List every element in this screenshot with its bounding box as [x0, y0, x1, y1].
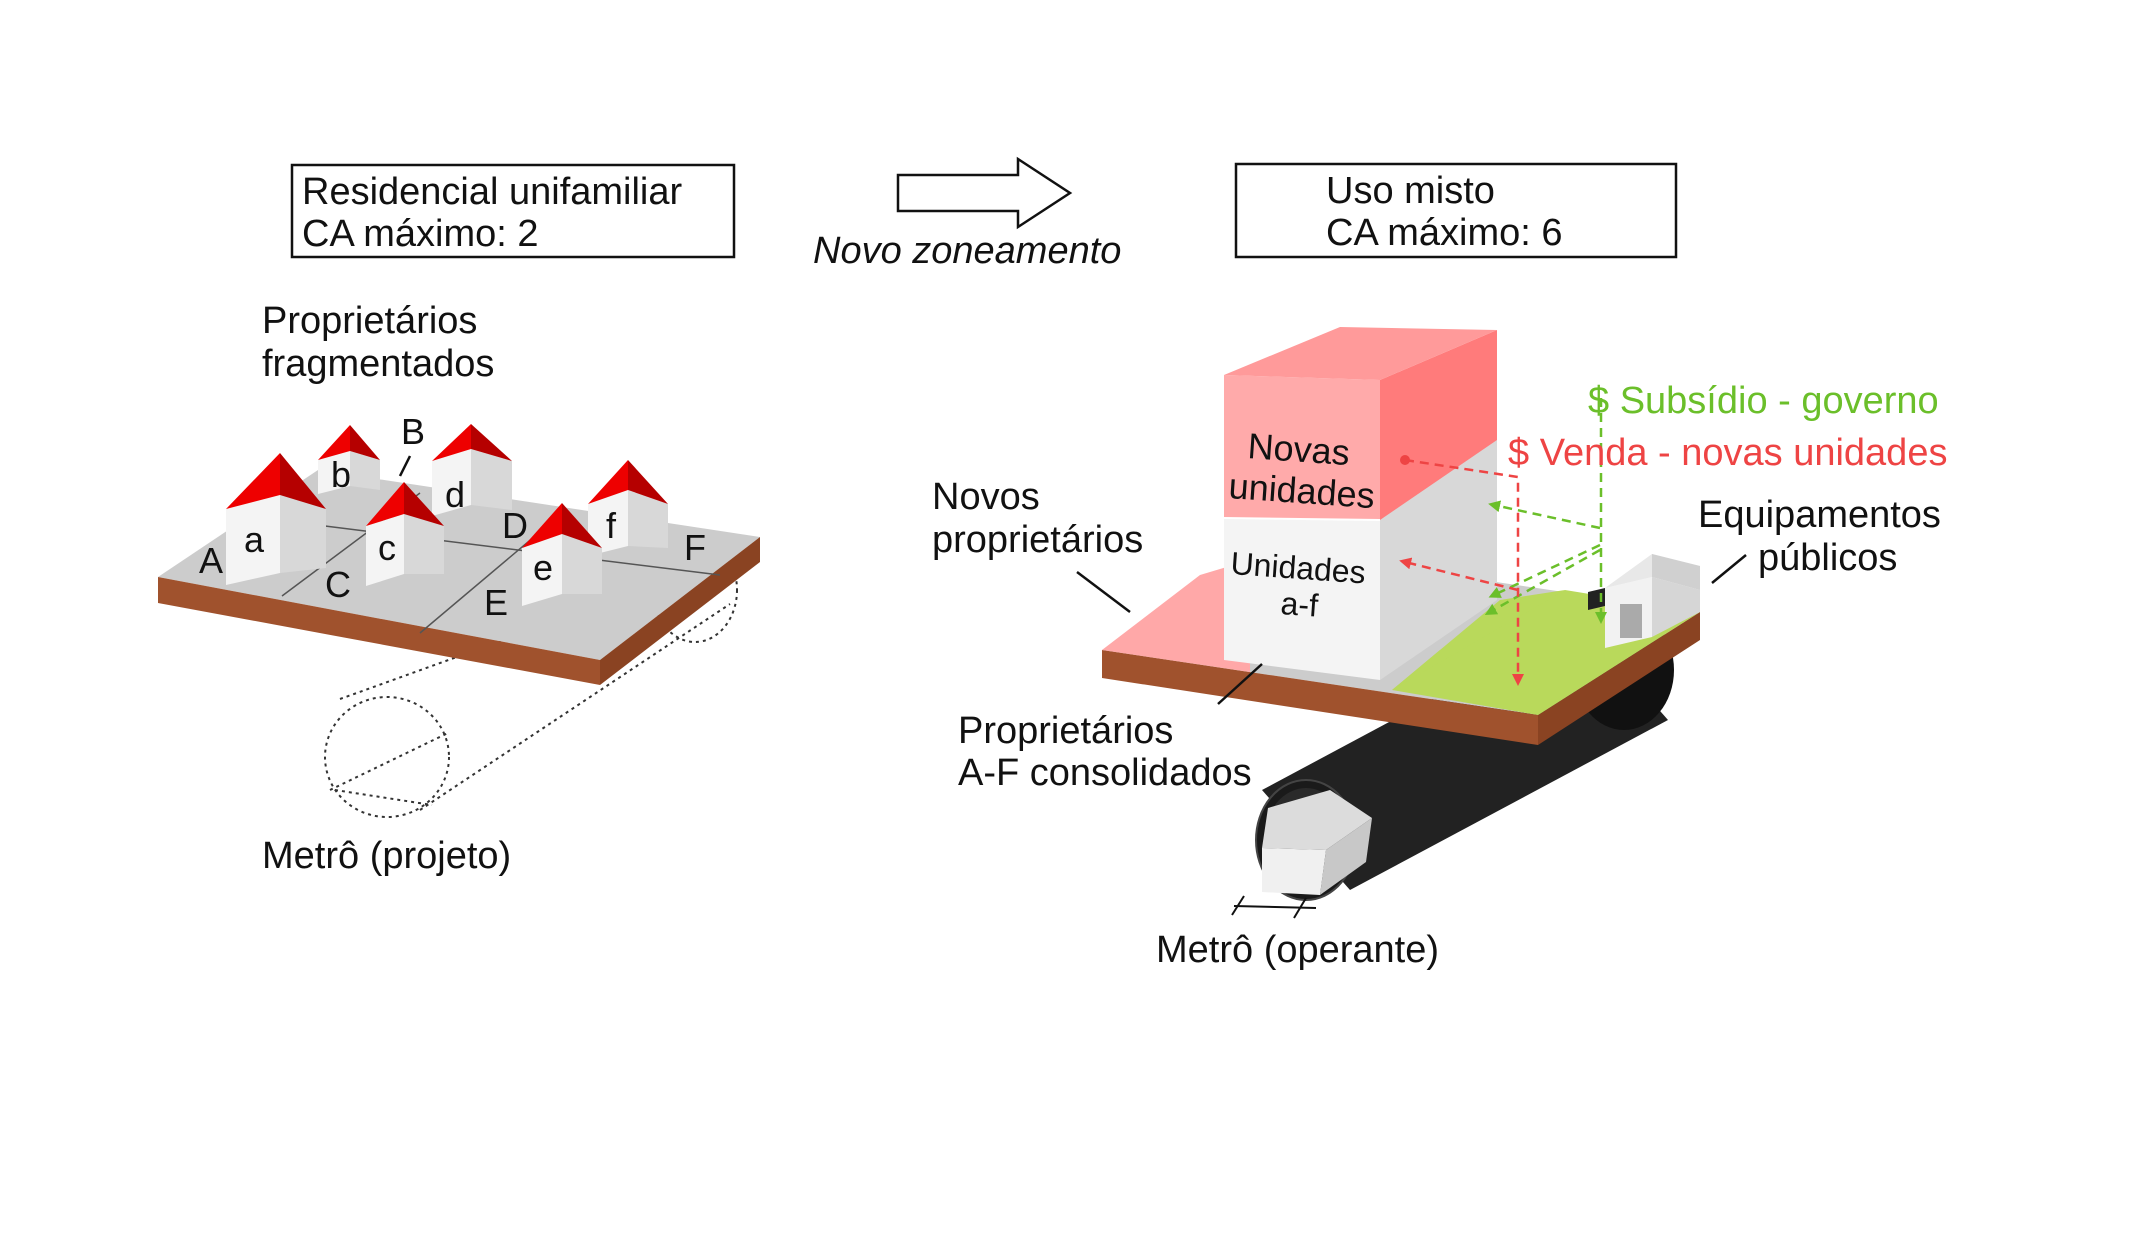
subsidy-label: $ Subsídio - governo: [1588, 380, 1939, 422]
after-zoning-box: [1234, 162, 1678, 259]
new-units-top: [1224, 327, 1497, 380]
new-owners-line2: proprietários: [932, 519, 1143, 561]
before-zoning-ca: CA máximo: 2: [302, 213, 539, 255]
before-panel: Residencial unifamiliar CA máximo: 2 Pro…: [158, 163, 760, 877]
house-label-a: a: [244, 519, 265, 560]
consolidated-leader: [1217, 663, 1263, 705]
metro-planned-label: Metrô (projeto): [262, 835, 511, 877]
hollow-arrow-icon: [896, 156, 1073, 230]
house-c: [366, 482, 444, 586]
consolidated-line1: Proprietários: [958, 710, 1173, 752]
sale-flow: [1399, 455, 1524, 686]
train-icon: [1262, 790, 1372, 895]
lot-label-c: C: [325, 564, 351, 605]
house-e: [522, 503, 602, 606]
lot-b-leader: [398, 455, 412, 477]
after-zoning-ca: CA máximo: 6: [1326, 212, 1563, 254]
new-owners-line1: Novos: [932, 476, 1040, 518]
new-units-line1: Novas: [1246, 425, 1351, 473]
lot-label-b: B: [401, 411, 425, 452]
sale-label: $ Venda - novas unidades: [1508, 432, 1947, 474]
house-label-c: c: [378, 527, 396, 568]
before-zoning-use: Residencial unifamiliar: [302, 171, 683, 213]
public-equipment: [1588, 554, 1700, 648]
house-label-d: d: [445, 474, 465, 515]
house-d: [432, 424, 512, 516]
equipment-line2: públicos: [1758, 537, 1897, 579]
transition-label: Novo zoneamento: [813, 230, 1121, 272]
equipment-line1: Equipamentos: [1698, 494, 1941, 536]
mixed-use-tower: [1223, 327, 1497, 680]
before-owners-line1: Proprietários: [262, 300, 477, 342]
lot-label-f: F: [684, 527, 706, 568]
new-owners-plaza: [1102, 560, 1250, 672]
new-owners-leader: [1076, 571, 1131, 613]
metro-operating-label: Metrô (operante): [1156, 929, 1439, 971]
consolidated-line2: A-F consolidados: [958, 752, 1252, 794]
house-b: [318, 425, 380, 494]
house-label-e: e: [533, 547, 553, 588]
house-a: [226, 453, 326, 585]
equipment-leader: [1711, 554, 1747, 584]
house-label-b: b: [331, 454, 351, 495]
transition: Novo zoneamento: [813, 156, 1121, 272]
before-owners-line2: fragmentados: [262, 343, 494, 385]
new-units-front: [1224, 375, 1380, 520]
after-zoning-use: Uso misto: [1326, 170, 1495, 212]
lot-label-a: A: [199, 540, 223, 581]
subsidy-flow: [1484, 398, 1607, 624]
new-units-side: [1380, 330, 1497, 520]
lot-label-e: E: [484, 582, 508, 623]
house-f: [588, 460, 668, 556]
after-panel: Uso misto CA máximo: 6: [932, 162, 1947, 971]
lot-label-d: D: [502, 505, 528, 546]
units-af-line2: a-f: [1280, 585, 1320, 624]
before-zoning-box: [290, 163, 736, 259]
house-label-f: f: [606, 505, 617, 546]
new-units-line2: unidades: [1227, 465, 1376, 516]
